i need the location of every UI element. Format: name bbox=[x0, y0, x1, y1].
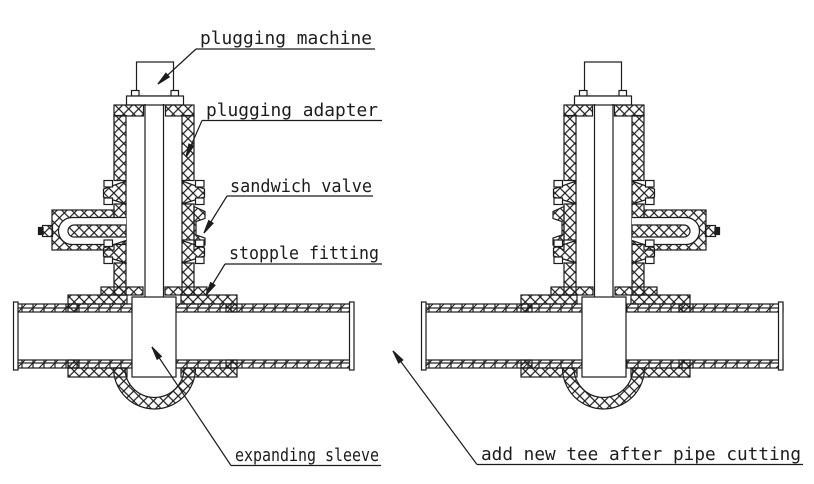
label-expanding-sleeve: expanding sleeve bbox=[151, 346, 381, 467]
assembly-right bbox=[520, 61, 721, 410]
label-text: plugging machine bbox=[200, 28, 372, 49]
pipe-wall bbox=[175, 359, 354, 369]
leader-line bbox=[205, 263, 226, 296]
pipe-wall bbox=[175, 303, 354, 313]
pipe-wall bbox=[422, 303, 583, 313]
leader-line bbox=[392, 350, 478, 465]
pipe-end-cap bbox=[777, 301, 784, 371]
label-text: add new tee after pipe cutting bbox=[481, 444, 801, 465]
leader-line bbox=[151, 346, 232, 466]
pipe-wall bbox=[625, 303, 784, 313]
label-text: expanding sleeve bbox=[235, 445, 379, 466]
label-plugging-adapter: plugging adapter bbox=[185, 100, 382, 158]
label-text: stopple fitting bbox=[229, 243, 379, 264]
label-stopple-fitting: stopple fitting bbox=[205, 243, 382, 296]
pipe-wall bbox=[625, 359, 784, 369]
pipe-left bbox=[12, 301, 355, 371]
pipe-end-cap bbox=[12, 301, 19, 371]
leader-line bbox=[185, 120, 203, 158]
label-add-new-tee: add new tee after pipe cutting bbox=[392, 350, 803, 466]
pipe-end-cap bbox=[420, 301, 427, 371]
pipe-end-cap bbox=[348, 301, 355, 371]
leader-line bbox=[157, 48, 197, 85]
label-text: plugging adapter bbox=[206, 100, 378, 121]
label-text: sandwich valve bbox=[230, 176, 372, 197]
label-plugging-machine: plugging machine bbox=[157, 28, 375, 85]
leader-line bbox=[203, 195, 228, 234]
pipe-wall bbox=[422, 359, 583, 369]
label-sandwich-valve: sandwich valve bbox=[203, 176, 373, 234]
